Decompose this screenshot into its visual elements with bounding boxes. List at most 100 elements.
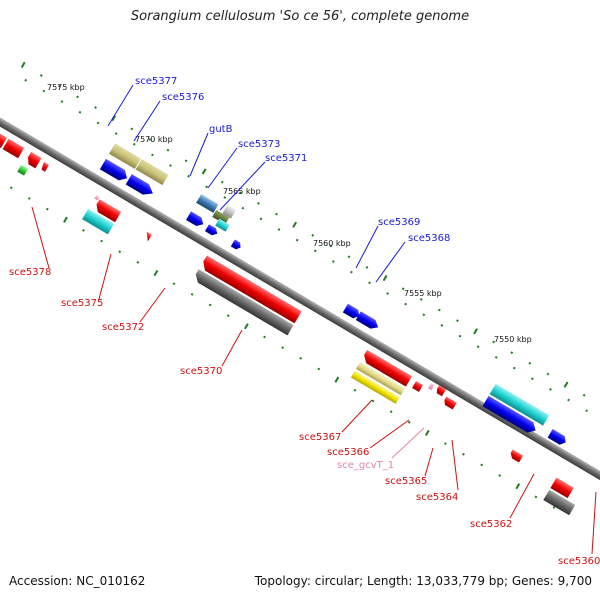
- gene-sce5373-top[interactable]: [212, 209, 230, 225]
- tick-mark: [295, 238, 299, 242]
- label-sce5370[interactable]: sce5370: [180, 366, 222, 377]
- tick-mark: [313, 249, 317, 253]
- gene-sce5364[interactable]: [435, 385, 447, 397]
- label-sce5368[interactable]: sce5368: [408, 233, 450, 244]
- gene-sce5368[interactable]: [355, 311, 381, 331]
- label-sce5365[interactable]: sce5365: [385, 476, 427, 487]
- gene-cyan-small[interactable]: [215, 218, 230, 232]
- tick-mark: [353, 388, 357, 392]
- tick-mark: [130, 127, 134, 131]
- label-sce-gcvT-1[interactable]: sce_gcvT_1: [337, 460, 394, 471]
- gene-sce5370[interactable]: [200, 255, 302, 324]
- gene-sce5372[interactable]: [143, 231, 152, 242]
- label-sce5376[interactable]: sce5376: [162, 92, 204, 103]
- tick-mark: [184, 159, 188, 163]
- label-sce5369[interactable]: sce5369: [378, 217, 420, 228]
- label-sce5372[interactable]: sce5372: [102, 322, 144, 333]
- gene-sce5364-b[interactable]: [442, 396, 457, 410]
- gene-sce5365[interactable]: [412, 381, 424, 392]
- label-sce5367[interactable]: sce5367: [299, 432, 341, 443]
- tick-mark: [585, 409, 589, 413]
- gene-sce5360-gray[interactable]: [543, 489, 576, 516]
- gene-sce5369-top[interactable]: [489, 383, 550, 426]
- gene-sce5376[interactable]: [135, 159, 169, 186]
- tick-mark: [456, 319, 459, 323]
- gene-blue-b[interactable]: [204, 224, 219, 237]
- tick-mark: [132, 142, 136, 146]
- label-sce5373[interactable]: sce5373: [238, 139, 280, 150]
- tick-mark: [151, 153, 154, 157]
- gene-sce5375[interactable]: [93, 199, 122, 223]
- gene-sce5367[interactable]: [361, 349, 412, 387]
- tick-mark: [187, 174, 190, 178]
- tick-mark: [220, 180, 224, 184]
- gene-red-small-1[interactable]: [40, 161, 50, 172]
- genome-backbone: [0, 98, 600, 512]
- tick-mark: [334, 376, 340, 383]
- tick-mark: [60, 100, 64, 103]
- tick-mark: [534, 495, 538, 499]
- label-sce5362[interactable]: sce5362: [470, 519, 512, 530]
- tick-mark: [153, 269, 159, 277]
- gene-sce5375-cyan[interactable]: [82, 208, 115, 235]
- tick-mark: [226, 314, 230, 318]
- tick-mark: [201, 168, 207, 175]
- tick-mark: [515, 483, 521, 490]
- tick-mark: [424, 429, 430, 437]
- label-sce5360[interactable]: sce5360: [558, 556, 600, 567]
- outer-tick-row: [20, 61, 586, 397]
- tick-label-7575: 7575 kbp: [47, 83, 85, 92]
- gene-green-small[interactable]: [17, 164, 29, 176]
- gene-sce5362[interactable]: [509, 449, 524, 463]
- gene-sce5377[interactable]: [108, 143, 141, 169]
- gene-blue-c[interactable]: [230, 239, 243, 250]
- tick-mark: [476, 345, 480, 349]
- label-sce5366[interactable]: sce5366: [327, 447, 369, 458]
- gene-sce5377-blue[interactable]: [99, 158, 130, 184]
- label-sce5364[interactable]: sce5364: [416, 492, 458, 503]
- tick-mark: [382, 274, 388, 282]
- label-sce5378[interactable]: sce5378: [9, 267, 51, 278]
- gene-red-left-1[interactable]: [0, 129, 7, 149]
- tick-label-7560: 7560 kbp: [313, 239, 351, 248]
- gene-red-left-2[interactable]: [2, 138, 25, 159]
- gene-sce5378[interactable]: [25, 151, 42, 169]
- gene-sce5369[interactable]: [342, 303, 362, 321]
- tick-mark: [223, 196, 227, 199]
- tick-mark: [438, 308, 441, 312]
- tick-mark: [549, 388, 552, 391]
- gene-sce5370-gray[interactable]: [193, 269, 294, 336]
- gene-blue-e[interactable]: [547, 428, 569, 447]
- label-gutB[interactable]: gutB: [209, 124, 233, 135]
- gene-sce5376-blue[interactable]: [125, 174, 156, 199]
- tick-mark: [42, 89, 46, 93]
- tick-mark: [259, 217, 263, 221]
- reverse-leaders: [31, 206, 597, 555]
- gene-gutB[interactable]: [196, 194, 219, 213]
- gene-blue-a[interactable]: [186, 211, 206, 228]
- tick-mark: [582, 393, 586, 397]
- gene-sce5366[interactable]: [350, 370, 400, 404]
- tick-mark: [166, 148, 170, 152]
- label-sce5375[interactable]: sce5375: [61, 298, 103, 309]
- tick-mark: [94, 106, 97, 109]
- tick-mark: [386, 292, 389, 295]
- gene-sce5371-top[interactable]: [222, 204, 237, 219]
- tick-mark: [281, 346, 284, 350]
- gene-blue-d[interactable]: [482, 395, 539, 436]
- gene-sce5366-khaki[interactable]: [355, 361, 405, 396]
- tick-mark: [528, 361, 532, 365]
- tick-mark: [329, 244, 333, 248]
- gene-sce-gcvT-1[interactable]: [428, 382, 435, 391]
- label-sce5371[interactable]: sce5371: [265, 153, 307, 164]
- tick-label-7550: 7550 kbp: [494, 335, 532, 344]
- tick-mark: [148, 138, 152, 141]
- gene-pink-1[interactable]: [94, 194, 100, 201]
- tick-mark: [238, 191, 242, 195]
- tick-label-7555: 7555 kbp: [404, 289, 442, 298]
- tick-mark: [205, 185, 209, 189]
- gene-sce5360[interactable]: [550, 477, 574, 499]
- label-sce5377[interactable]: sce5377: [135, 76, 177, 87]
- tick-mark: [208, 303, 212, 307]
- tick-mark: [39, 74, 43, 77]
